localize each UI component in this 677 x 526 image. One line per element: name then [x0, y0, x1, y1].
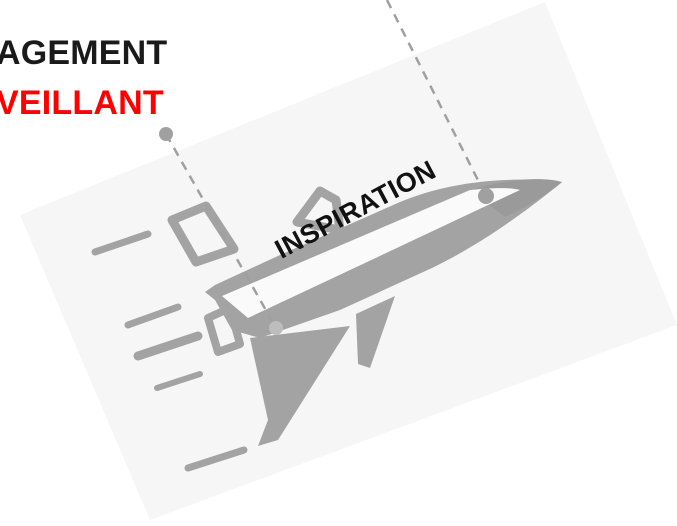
connector-engagement [164, 133, 278, 329]
connector-top [385, 0, 488, 197]
label-bienveillant: VEILLANT [0, 84, 164, 122]
speed-line [91, 230, 152, 256]
connector-lines [164, 0, 488, 329]
speed-line [133, 331, 203, 361]
speed-line [184, 446, 248, 472]
speed-line [124, 303, 182, 329]
connector-dot-engagement-end [269, 321, 283, 335]
label-engagement: AGEMENT [0, 34, 168, 72]
connector-dot-engagement-start [159, 127, 173, 141]
speed-lines [91, 230, 248, 472]
rocket-jet-icon [167, 179, 562, 446]
speed-line [154, 371, 203, 391]
connector-dot-top-end [478, 188, 494, 204]
